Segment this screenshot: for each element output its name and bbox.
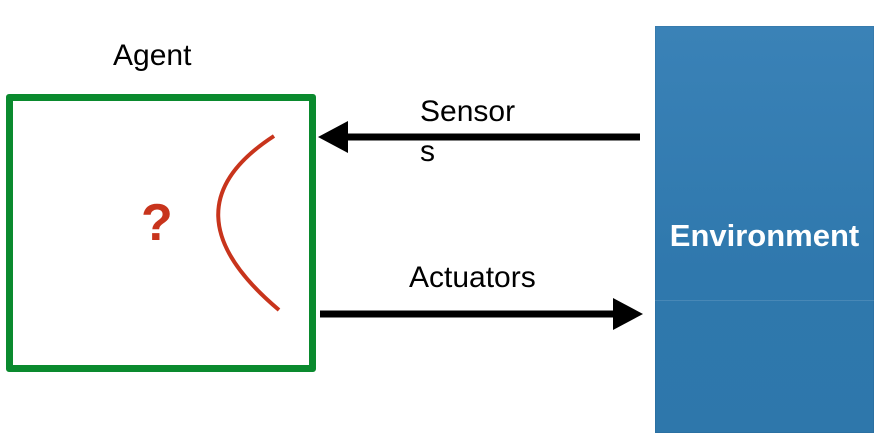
actuators-arrow-head — [613, 298, 643, 330]
environment-box: Environment — [655, 26, 874, 433]
actuators-arrow — [320, 298, 643, 330]
actuators-label: Actuators — [409, 261, 536, 294]
environment-label: Environment — [669, 218, 860, 253]
sensors-label: Sensors — [420, 95, 516, 168]
agent-title: Agent — [113, 39, 192, 72]
sensors-arrow-head — [318, 121, 348, 153]
agent-question-mark: ? — [141, 194, 173, 252]
